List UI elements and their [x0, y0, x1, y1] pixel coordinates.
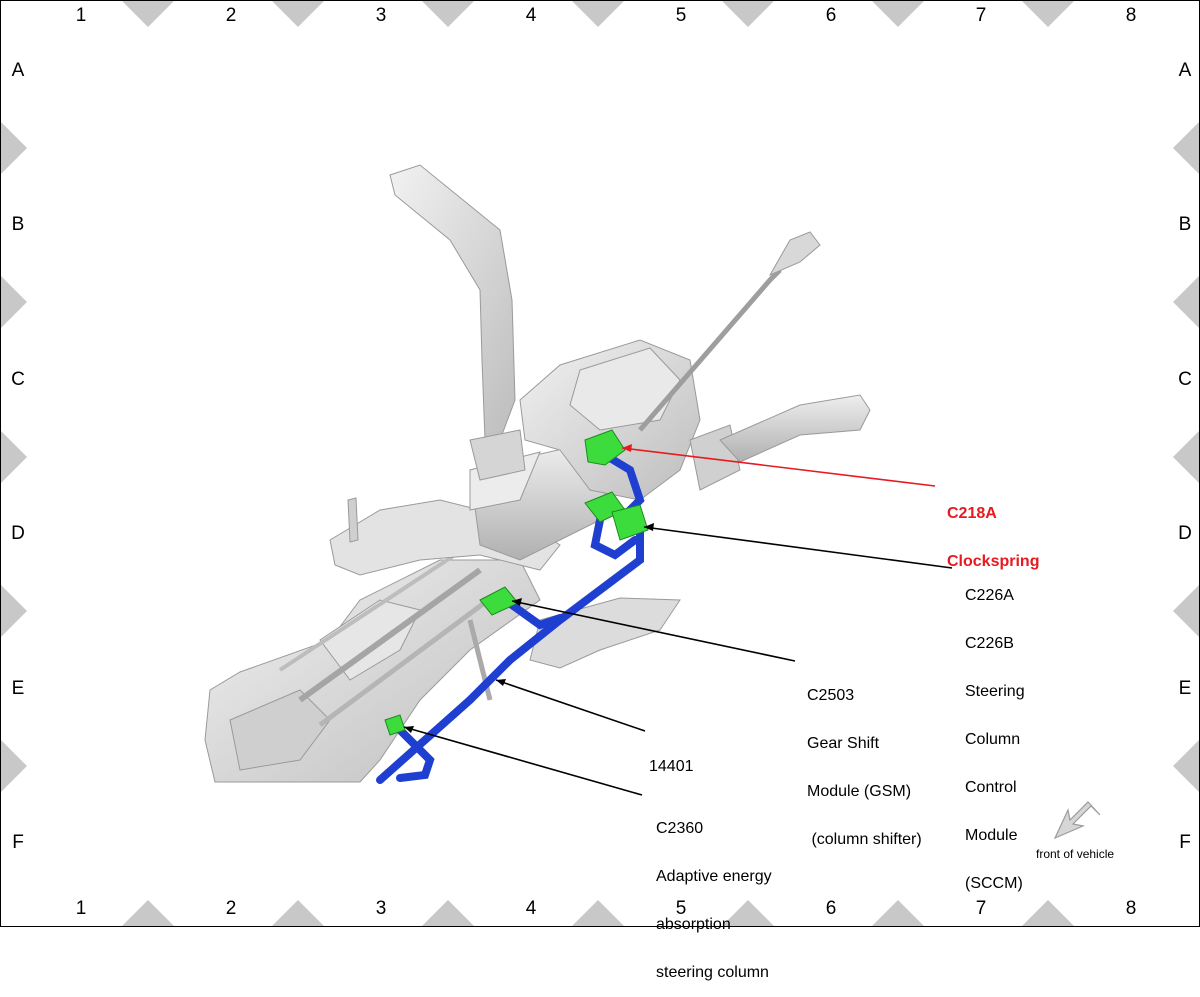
grid-tick	[272, 1, 324, 27]
grid-row-right: D	[1178, 523, 1192, 544]
grid-tick	[722, 1, 774, 27]
grid-tick	[1173, 122, 1199, 174]
grid-row-right: A	[1178, 60, 1192, 81]
grid-ticks	[1, 1, 1199, 926]
grid-row-left: A	[11, 60, 25, 81]
grid-col-bottom: 4	[525, 898, 537, 919]
grid-col-top: 2	[225, 5, 237, 26]
callout-c218a-clockspring: C218A Clockspring	[947, 474, 1039, 586]
grid-col-bottom: 7	[975, 898, 987, 919]
connector-c218a	[584, 429, 626, 466]
callout-line: C2360	[656, 820, 704, 837]
grid-col-bottom: 3	[375, 898, 387, 919]
arrow-down-left-icon	[1053, 801, 1101, 840]
grid-tick	[1173, 585, 1199, 637]
grid-tick	[1, 585, 27, 637]
grid-col-top: 8	[1125, 5, 1137, 26]
callout-c2360: C2360 Adaptive energy absorption steerin…	[656, 789, 772, 997]
grid-col-bottom: 8	[1125, 898, 1137, 919]
callout-line: Adaptive energy	[656, 868, 772, 885]
grid-tick	[722, 900, 774, 926]
grid-tick	[1173, 276, 1199, 328]
leader-c218a	[621, 447, 936, 487]
grid-col-bottom: 2	[225, 898, 237, 919]
callout-c2503-gsm: C2503 Gear Shift Module (GSM) (column sh…	[807, 656, 922, 864]
callout-line: steering column	[656, 964, 769, 981]
steering-column	[204, 164, 871, 783]
grid-tick	[1022, 1, 1074, 27]
leader-lines	[403, 444, 953, 796]
callout-line: Module	[965, 827, 1018, 844]
grid-col-top: 5	[675, 5, 687, 26]
grid-tick	[1022, 900, 1074, 926]
callout-line: Control	[965, 779, 1017, 796]
leader-14401	[495, 679, 646, 732]
grid-row-left: F	[12, 832, 24, 853]
grid-tick	[422, 1, 474, 27]
grid-tick	[1173, 740, 1199, 792]
grid-row-right: E	[1178, 678, 1192, 699]
grid-tick	[122, 1, 174, 27]
callout-line: C2503	[807, 687, 855, 704]
grid-col-top: 7	[975, 5, 987, 26]
grid-tick	[572, 1, 624, 27]
grid-tick	[1, 431, 27, 483]
callout-c226-sccm: C226A C226B Steering Column Control Modu…	[965, 556, 1025, 908]
grid-row-right: B	[1178, 214, 1192, 235]
callout-line: C218A	[947, 505, 997, 522]
grid-tick	[422, 900, 474, 926]
grid-tick	[1, 276, 27, 328]
grid-tick	[1, 740, 27, 792]
grid-col-top: 6	[825, 5, 837, 26]
callout-line: 14401	[649, 758, 694, 775]
connector-c2360	[384, 714, 406, 736]
grid-tick	[122, 900, 174, 926]
callout-line: C226B	[965, 635, 1014, 652]
callout-line: Clockspring	[947, 553, 1040, 570]
callout-line: Steering	[965, 683, 1025, 700]
connectors	[384, 429, 649, 736]
grid-col-top: 4	[525, 5, 537, 26]
grid-row-right: C	[1178, 369, 1192, 390]
callout-line: Module (GSM)	[807, 783, 912, 800]
grid-tick	[272, 900, 324, 926]
callout-line: (column shifter)	[807, 831, 922, 848]
grid-tick	[872, 1, 924, 27]
grid-tick	[1173, 431, 1199, 483]
grid-col-bottom: 5	[675, 898, 687, 919]
callout-line: Column	[965, 731, 1021, 748]
grid-row-left: C	[11, 369, 25, 390]
callout-line: absorption	[656, 916, 731, 933]
leader-c2360	[403, 726, 643, 796]
grid-col-bottom: 6	[825, 898, 837, 919]
steering-column-diagram	[1, 1, 1199, 926]
front-of-vehicle-label: front of vehicle	[1036, 847, 1115, 861]
grid-col-bottom: 1	[75, 898, 87, 919]
leader-c226	[643, 526, 953, 569]
grid-row-left: E	[11, 678, 25, 699]
leader-c2503	[511, 600, 796, 662]
grid-row-left: B	[11, 214, 25, 235]
callout-line: Gear Shift	[807, 735, 880, 752]
grid-row-left: D	[11, 523, 25, 544]
connector-c226b	[611, 504, 649, 541]
grid-tick	[872, 900, 924, 926]
grid-tick	[1, 122, 27, 174]
callout-line: (SCCM)	[965, 875, 1023, 892]
callout-14401-harness: 14401	[649, 727, 694, 791]
callout-line: C226A	[965, 587, 1014, 604]
grid-col-top: 1	[75, 5, 87, 26]
wiring-harness	[376, 451, 645, 784]
grid-col-top: 3	[375, 5, 387, 26]
grid-row-right: F	[1179, 832, 1191, 853]
grid-tick	[572, 900, 624, 926]
